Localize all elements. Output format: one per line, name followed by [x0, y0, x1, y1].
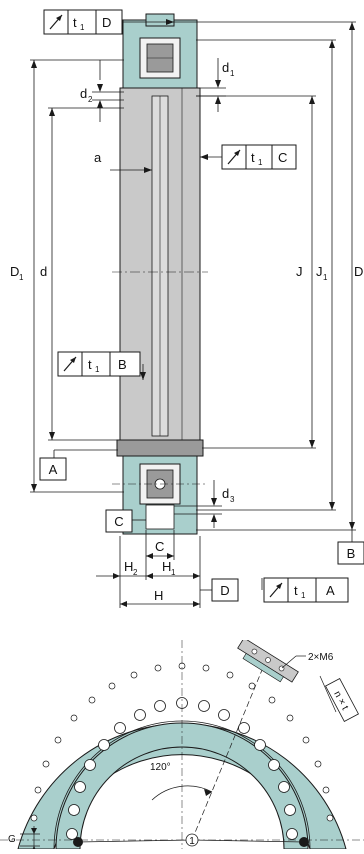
- frame-top-symbol: t: [73, 15, 77, 30]
- dim-d3-label: d: [222, 486, 229, 501]
- datum-C-label: C: [114, 514, 123, 529]
- frame-leaders: [122, 21, 263, 590]
- plan-nxt-box: n × t: [325, 678, 359, 722]
- section-view: [112, 13, 208, 535]
- frame-left-sub: 1: [95, 365, 100, 374]
- dim-H2-label: H: [124, 559, 133, 574]
- frame-top-ref: D: [102, 15, 111, 30]
- tolerance-frame-top: t 1 D: [43, 9, 123, 35]
- datum-B-label: B: [347, 546, 356, 561]
- frame-left-ref: B: [118, 357, 127, 372]
- plan-angle-line-left: [77, 839, 193, 843]
- frame-mid-symbol: t: [251, 150, 255, 165]
- dim-d2-label: d: [80, 86, 87, 101]
- plan-bolts-label: 2×M6: [308, 652, 334, 663]
- dim-D-label: D: [354, 264, 363, 279]
- datum-box-B: B: [337, 541, 364, 565]
- dim-d3-sub: 3: [230, 495, 235, 504]
- plan-angle-line-up: [191, 669, 263, 841]
- dim-d1-sub: 1: [230, 69, 235, 78]
- datum-D-label: D: [220, 583, 229, 598]
- plan-angle-arc: [151, 785, 213, 801]
- frame-top-sub: 1: [80, 23, 85, 32]
- dimension-lines: [30, 21, 356, 608]
- dim-H-label: H: [154, 588, 163, 603]
- dim-J1-label: J: [316, 264, 323, 279]
- dim-d2-sub: 2: [88, 95, 93, 104]
- datum-A-label: A: [49, 462, 58, 477]
- dim-H1-label: H: [162, 559, 171, 574]
- dim-C-label: C: [155, 539, 164, 554]
- dim-J-label: J: [296, 264, 303, 279]
- dim-J1-sub: 1: [323, 273, 328, 282]
- datum-box-D: D: [211, 578, 239, 602]
- plan-angle-line-right: [191, 839, 305, 843]
- plan-G-label: G: [8, 834, 16, 845]
- dimension-labels: d 1 d 2 d 3 a D 1 d J J 1 D C H 2 H 1 H: [10, 60, 363, 603]
- plan-inner-holes: [66, 697, 298, 840]
- plan-marker-label: 1: [189, 836, 195, 847]
- datum-box-C: C: [105, 509, 133, 533]
- plan-view: n × t G 2×M6 120° 1: [0, 640, 364, 849]
- shaft-stub-top: [145, 13, 175, 27]
- dim-D1-label: D: [10, 264, 19, 279]
- frame-bottom-ref: A: [326, 583, 335, 598]
- arrowheads: [31, 19, 355, 607]
- plan-lubrication-fitting: [237, 640, 299, 683]
- dim-D1-sub: 1: [19, 273, 24, 282]
- datum-box-A: A: [39, 457, 67, 481]
- frame-bottom-symbol: t: [294, 583, 298, 598]
- plan-angle-label: 120°: [150, 762, 171, 773]
- frame-mid-ref: C: [278, 150, 287, 165]
- tolerance-frame-bottom: t 1 A: [263, 577, 349, 603]
- dim-a-label: a: [94, 150, 102, 165]
- frame-left-symbol: t: [88, 357, 92, 372]
- tolerance-frame-mid: t 1 C: [221, 144, 297, 170]
- dim-d1-label: d: [222, 60, 229, 75]
- plan-marker-circle: [185, 833, 199, 847]
- bolt-head-bottom: [116, 439, 204, 457]
- shaft-bore-bottom: [145, 504, 175, 530]
- dim-H1-sub: 1: [171, 568, 176, 577]
- frame-bottom-sub: 1: [301, 591, 306, 600]
- dim-d-label: d: [40, 264, 47, 279]
- dim-H2-sub: 2: [133, 568, 138, 577]
- tolerance-frame-left: t 1 B: [57, 351, 141, 377]
- frame-mid-sub: 1: [258, 158, 263, 167]
